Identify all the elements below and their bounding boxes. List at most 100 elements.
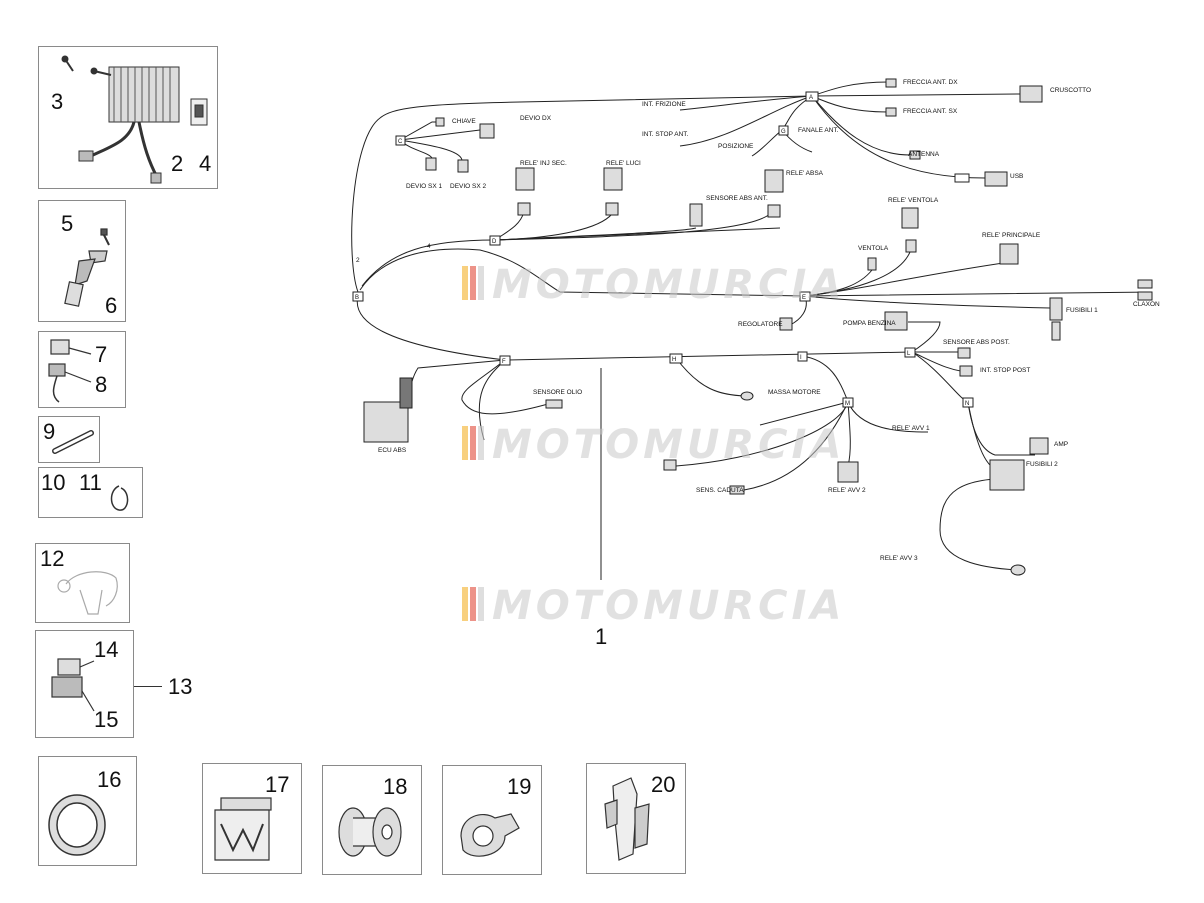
label-rele-avv-1: RELE' AVV 1 <box>892 425 930 432</box>
label-rele-inj-sec: RELE' INJ SEC. <box>520 160 567 167</box>
label-antenna: ANTENNA <box>908 151 940 158</box>
label-fusibili-2: FUSIBILI 2 <box>1026 461 1058 468</box>
label-rele-ventola: RELE' VENTOLA <box>888 197 939 204</box>
label-massa-motore: MASSA MOTORE <box>768 389 821 396</box>
watermark-bar-2 <box>470 587 476 621</box>
connector-I: I <box>800 355 802 361</box>
connector-A: A <box>809 95 813 101</box>
label-rele-avv-3: RELE' AVV 3 <box>880 555 918 562</box>
callout-1: 1 <box>595 624 608 649</box>
sensor-drawing <box>64 228 110 307</box>
label-amp: AMP <box>1054 441 1068 448</box>
label-devio-sx-1: DEVIO SX 1 <box>406 183 443 190</box>
label-freccia-ant-dx: FRECCIA ANT. DX <box>903 79 958 86</box>
callout-11: 11 <box>79 470 102 495</box>
label-rele-avv-2: RELE' AVV 2 <box>828 487 866 494</box>
label-sensore-abs-ant: SENSORE ABS ANT. <box>706 195 768 202</box>
label-int-frizione: INT. FRIZIONE <box>642 101 686 108</box>
callout-4: 4 <box>199 151 212 176</box>
callout-5: 5 <box>61 211 74 236</box>
label-devio-sx-2: DEVIO SX 2 <box>450 183 487 190</box>
callout-18: 18 <box>383 774 408 799</box>
part-box-sensor[interactable]: 5 6 <box>38 200 126 322</box>
connector-G: G <box>781 129 786 135</box>
label-fusibili-1: FUSIBILI 1 <box>1066 307 1098 314</box>
part-box-fuse-holder[interactable]: 20 <box>586 763 686 874</box>
watermark-bar-3 <box>478 266 484 300</box>
connector-letters <box>352 91 974 408</box>
watermark-bars-icon <box>462 266 484 305</box>
connector-D: D <box>492 239 497 245</box>
callout-7: 7 <box>95 342 108 367</box>
label-regolatore: REGOLATORE <box>738 321 783 328</box>
callout-2: 2 <box>171 151 184 176</box>
part-box-relay[interactable]: 14 15 <box>35 630 134 738</box>
callout-6: 6 <box>105 293 118 318</box>
watermark-middle: MOTOMURCIA <box>462 422 841 468</box>
label-chiave: CHIAVE <box>452 118 476 125</box>
label-rele-abs: RELE' ABSA <box>786 170 824 177</box>
fuse-holder-drawing <box>604 777 650 861</box>
callout-17: 17 <box>265 772 290 797</box>
watermark-bottom: MOTOMURCIA <box>462 583 841 629</box>
watermark-bar-2 <box>470 266 476 300</box>
part-box-strap[interactable]: 9 <box>38 416 100 463</box>
callout-19: 19 <box>507 774 532 799</box>
part-box-connector[interactable]: 7 8 <box>38 331 126 408</box>
connector-E: E <box>802 295 806 301</box>
connector-letter-text: A B C D E F G H I L M N <box>355 95 969 407</box>
connector-B: B <box>355 295 359 301</box>
part-box-grommet[interactable]: 16 <box>38 756 137 866</box>
label-pompa-benzina: POMPA BENZINA <box>843 320 896 327</box>
watermark-bar-2 <box>470 426 476 460</box>
component-shapes <box>363 78 1153 576</box>
label-fanale-ant: FANALE ANT. <box>798 127 839 134</box>
harness-labels: FRECCIA ANT. DX CRUSCOTTO INT. FRIZIONE … <box>356 79 1160 562</box>
connector-L: L <box>907 351 911 357</box>
label-posizione: POSIZIONE <box>718 143 754 150</box>
part-box-cable-clamp[interactable]: 17 <box>202 763 302 874</box>
watermark-bars-icon <box>462 587 484 626</box>
part-box-bracket[interactable]: 12 <box>35 543 130 623</box>
callout-12: 12 <box>40 546 65 571</box>
grommet-drawing <box>48 794 106 856</box>
branch-mark-2: 2 <box>356 257 360 264</box>
part-box-regulator[interactable]: 3 2 4 <box>38 46 218 189</box>
part-box-holder[interactable]: 19 <box>442 765 542 875</box>
label-claxon: CLAXON <box>1133 301 1160 308</box>
callout-14: 14 <box>94 637 119 662</box>
label-rele-principale: RELE' PRINCIPALE <box>982 232 1041 239</box>
label-int-stop-post: INT. STOP POST <box>980 367 1030 374</box>
callout-8: 8 <box>95 372 108 397</box>
connector-F: F <box>502 359 506 365</box>
holder-drawing <box>460 813 520 857</box>
watermark-bar-3 <box>478 587 484 621</box>
clip-drawing <box>110 485 129 511</box>
callout-9: 9 <box>43 419 56 444</box>
label-int-stop-ant: INT. STOP ANT. <box>642 131 689 138</box>
part-box-clip[interactable]: 10 11 <box>38 467 143 518</box>
callout-20: 20 <box>651 772 676 797</box>
part-box-spool[interactable]: 18 <box>322 765 422 875</box>
watermark-top: MOTOMURCIA <box>462 262 841 308</box>
label-ventola: VENTOLA <box>858 245 889 252</box>
callout-16: 16 <box>97 767 122 792</box>
watermark-bar-1 <box>462 266 468 300</box>
watermark-bar-1 <box>462 587 468 621</box>
label-devio-dx: DEVIO DX <box>520 115 552 122</box>
spool-drawing <box>338 807 402 857</box>
watermark-text-middle: MOTOMURCIA <box>492 422 846 468</box>
label-usb: USB <box>1010 173 1023 180</box>
label-freccia-ant-sx: FRECCIA ANT. SX <box>903 108 958 115</box>
connector-H: H <box>672 357 676 363</box>
label-ecu-abs: ECU ABS <box>378 447 407 454</box>
regulator-drawing <box>61 55 208 184</box>
callout-13: 13 <box>168 674 193 699</box>
watermark-bar-1 <box>462 426 468 460</box>
label-rele-luci: RELE' LUCI <box>606 160 641 167</box>
connector-drawing <box>48 339 92 403</box>
bracket-drawing <box>57 571 118 615</box>
relay-drawing <box>51 658 95 712</box>
